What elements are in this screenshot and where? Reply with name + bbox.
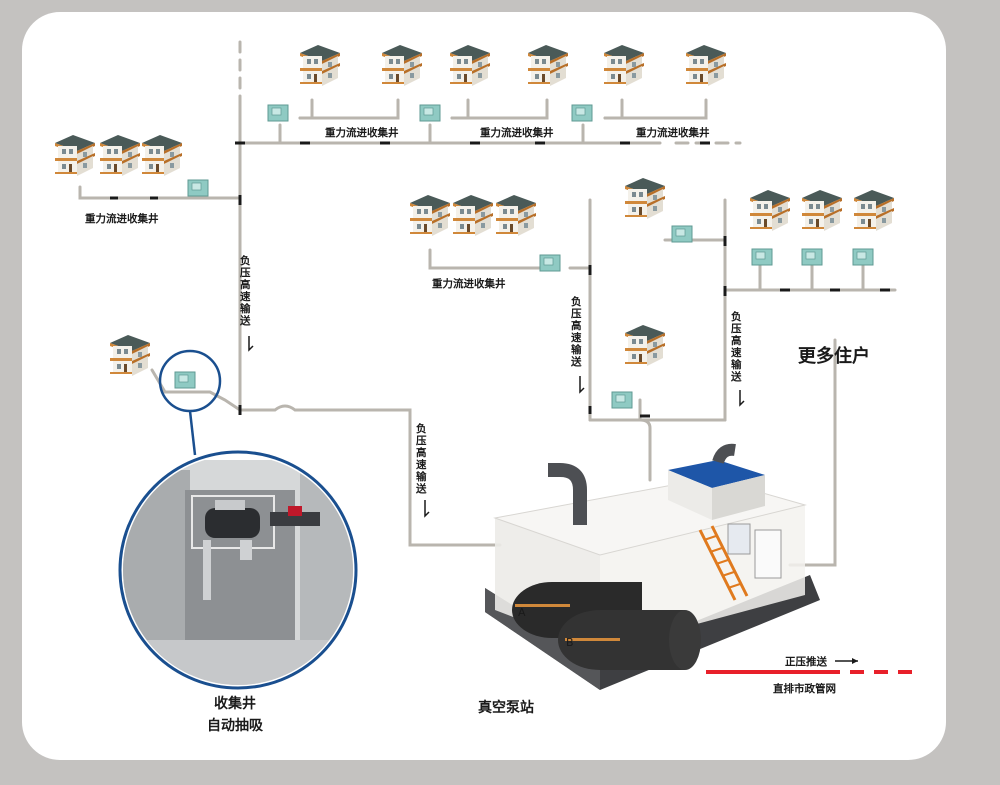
label-vacuum-transport-bottom: 负压高速输送: [415, 422, 427, 495]
label-gravity-well-top-3: 重力流进收集井: [636, 126, 710, 139]
label-vacuum-transport-right: 负压高速输送: [730, 310, 742, 383]
houses-left-group: [55, 135, 182, 176]
label-municipal-pipe: 直排市政管网: [773, 682, 836, 695]
label-positive-pressure: 正压推送: [785, 655, 827, 668]
label-collection-well: 收集井: [214, 695, 256, 712]
label-vacuum-transport-middle: 负压高速输送: [570, 295, 582, 368]
label-more-households: 更多住户: [798, 345, 870, 367]
label-gravity-well-top-1: 重力流进收集井: [325, 126, 399, 139]
label-gravity-well-top-2: 重力流进收集井: [480, 126, 554, 139]
house-single-left: [110, 335, 150, 376]
label-gravity-well-middle: 重力流进收集井: [432, 277, 506, 290]
highlight-connector: [188, 410, 197, 456]
label-auto-suction: 自动抽吸: [207, 717, 264, 734]
label-tank-a: A: [518, 606, 526, 619]
label-gravity-well-left: 重力流进收集井: [85, 212, 159, 225]
label-tank-b: B: [566, 636, 574, 649]
flow-arrows: [248, 336, 745, 518]
label-vacuum-transport-left: 负压高速输送: [239, 254, 251, 327]
label-vacuum-pump-station: 真空泵站: [478, 699, 534, 716]
svg-text:负压高速输送: 负压高速输送: [239, 254, 251, 327]
svg-text:负压高速输送: 负压高速输送: [570, 295, 582, 368]
vacuum-pump-station: [485, 443, 820, 690]
municipal-outflow-line: [706, 658, 912, 674]
pipe-joints: [110, 141, 890, 418]
svg-text:负压高速输送: 负压高速输送: [415, 422, 427, 495]
svg-text:负压高速输送: 负压高速输送: [730, 310, 742, 383]
houses-right-group: [750, 190, 894, 231]
